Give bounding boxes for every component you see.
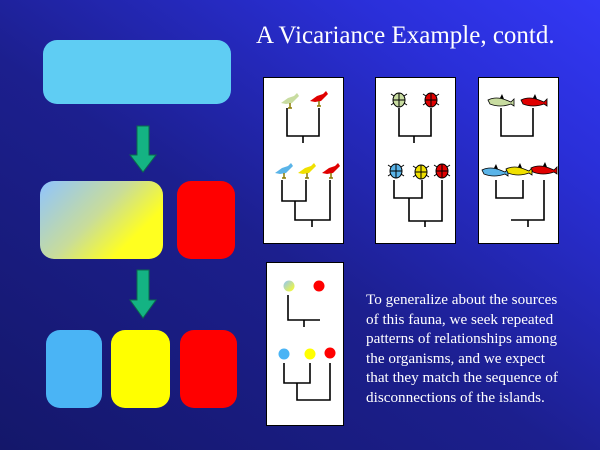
text-line: that they match the sequence of [366,369,558,387]
red-dot [313,280,325,292]
bird-icon [321,162,341,179]
blue-island-box [46,330,102,408]
beetle-icon [412,164,430,180]
bird-icon [280,92,300,109]
fish-icon [487,93,515,107]
blue-dot [278,348,290,360]
red-island-box [177,181,235,259]
text-line: the organisms, and we expect [366,349,545,367]
bird-cladogram-panel [263,77,344,244]
explanation-text: To generalize about the sources of this … [366,290,591,408]
area-cladogram-panel [266,262,344,426]
beetle-icon [387,163,405,179]
yellow-island-box [111,330,170,408]
beetle-icon [433,163,451,179]
red-island-box-2 [180,330,237,408]
fish-icon [505,162,533,176]
cladogram-lines [281,108,545,401]
beetle-icon [390,92,408,108]
bird-icon [309,90,329,107]
fish-icon [481,163,509,177]
ancestral-island-box [43,40,231,104]
blue-yellow-island-box [40,181,163,259]
text-line: patterns of relationships among [366,330,558,348]
fish-icon [520,93,548,107]
down-arrow-icon [129,269,157,319]
text-line: To generalize about the sources [366,291,558,308]
slide-title: A Vicariance Example, contd. [256,22,555,49]
bird-icon [297,162,317,179]
yellow-dot [304,348,316,360]
bird-icon [274,162,294,179]
fish-icon [530,161,558,175]
red-dot [324,347,336,359]
text-line: disconnections of the islands. [366,388,545,406]
text-line: of this fauna, we seek repeated [366,310,554,328]
beetle-icon [422,92,440,108]
blue-yellow-dot [283,280,295,292]
down-arrow-icon [128,125,158,173]
